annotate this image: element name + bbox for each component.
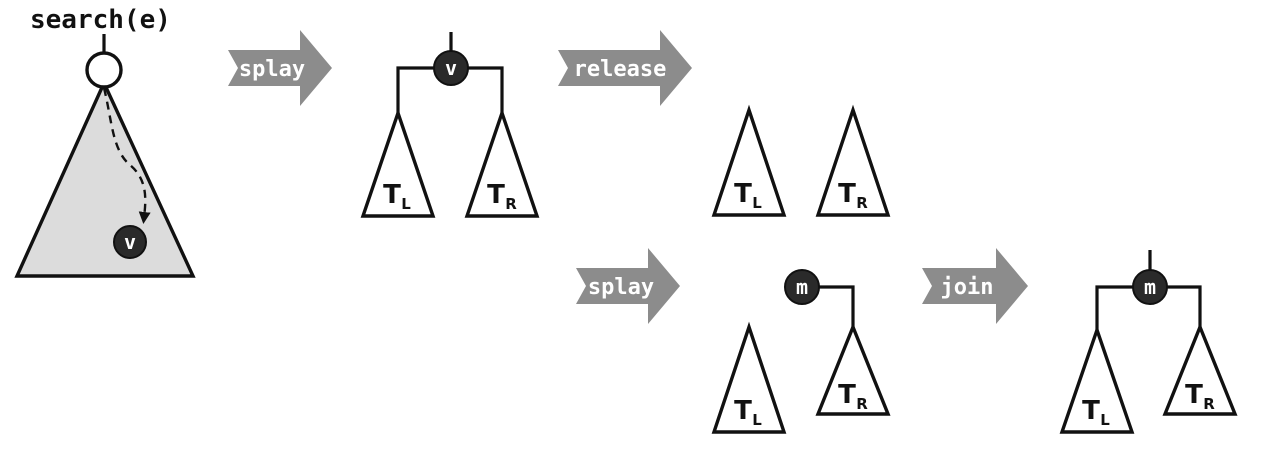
- stage4-tl: [711, 321, 787, 434]
- joined-tree: m T L T R: [1059, 250, 1238, 434]
- splayed-max-stage: T L m T R: [711, 269, 891, 434]
- found-node-label: v: [124, 230, 136, 254]
- subtree-tr: [464, 107, 540, 218]
- joined-tr-sub: R: [1203, 395, 1215, 413]
- join-arrow-label: join: [941, 275, 994, 300]
- join-arrow: join: [922, 248, 1028, 324]
- joined-tr: [1162, 322, 1238, 416]
- root-node-v: [433, 50, 469, 86]
- released-tr-main: T: [838, 179, 856, 209]
- subtree-tl-main: T: [383, 180, 401, 210]
- stage4-tl-main: T: [734, 396, 752, 426]
- root-node-v-label: v: [445, 56, 457, 80]
- splay-arrow-2-label: splay: [588, 275, 654, 300]
- release-arrow: release: [558, 30, 692, 106]
- max-node-m: [784, 269, 820, 305]
- start-node: [85, 51, 123, 89]
- stage4-tr-sub: R: [856, 395, 868, 413]
- joined-tl-sub: L: [1100, 411, 1110, 429]
- release-arrow-label: release: [574, 57, 667, 82]
- original-tree-triangle: [14, 78, 196, 278]
- joined-tl: [1059, 324, 1135, 434]
- released-tr-sub: R: [856, 194, 868, 212]
- stage4-tr-main: T: [838, 380, 856, 410]
- released-tl-main: T: [734, 179, 752, 209]
- released-subtrees: T L T R: [711, 104, 891, 217]
- subtree-tl: [360, 107, 436, 218]
- original-tree: v: [14, 34, 196, 278]
- max-node-m-label: m: [796, 275, 808, 299]
- splayed-tree: v T L T R: [360, 32, 540, 218]
- subtree-tr-main: T: [487, 180, 505, 210]
- released-tr: [815, 104, 891, 217]
- search-title: search(e): [30, 5, 171, 35]
- subtree-tr-sub: R: [505, 195, 517, 213]
- released-tl: [711, 104, 787, 217]
- joined-root-m-label: m: [1144, 275, 1156, 299]
- stage4-tr: [815, 322, 891, 416]
- stage4-tl-sub: L: [752, 411, 762, 429]
- joined-tr-main: T: [1185, 380, 1203, 410]
- splay-arrow-1: splay: [228, 30, 332, 106]
- splay-arrow-2: splay: [576, 248, 680, 324]
- joined-tl-main: T: [1082, 396, 1100, 426]
- joined-root-m: [1132, 269, 1168, 305]
- splay-arrow-1-label: splay: [239, 57, 305, 82]
- subtree-tl-sub: L: [401, 195, 411, 213]
- released-tl-sub: L: [752, 194, 762, 212]
- found-node-v: [113, 225, 147, 259]
